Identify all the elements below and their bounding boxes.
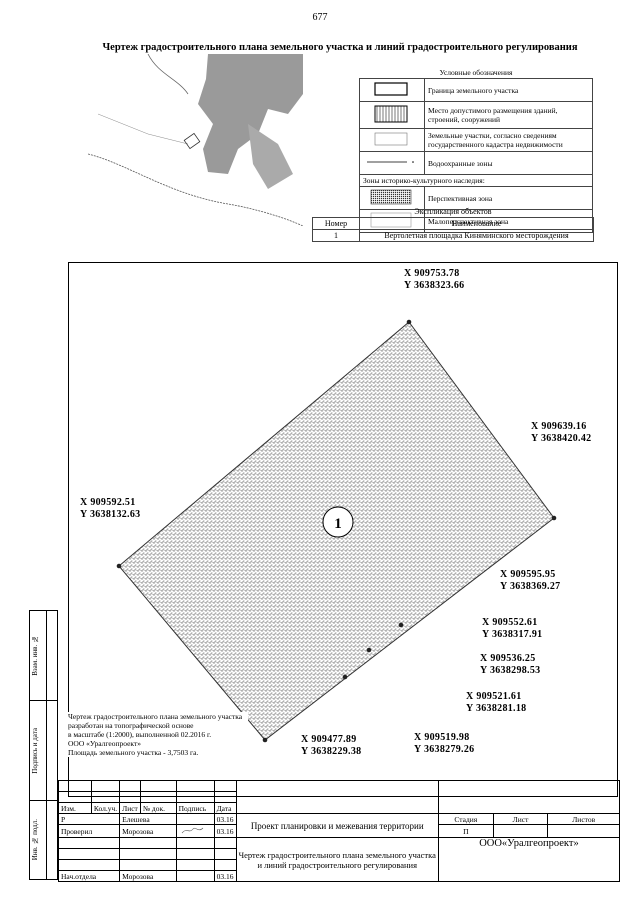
- coord-x: X 909477.89: [301, 734, 357, 745]
- explication-table: Экспликация объектов Номер Наименование …: [312, 206, 594, 242]
- company-name: ООО«Уралгеопроект»: [437, 837, 621, 882]
- page-number: 677: [312, 12, 328, 23]
- stamp-date: 03.16: [213, 824, 237, 838]
- heritage-zones-title: Зоны историко-культурного наследия:: [359, 174, 593, 187]
- coord-x: X 909639.16: [531, 421, 587, 432]
- drawing-title: Чертеж градостроительного плана земельно…: [102, 42, 578, 53]
- stamp-date: 03.16: [213, 870, 237, 882]
- parcel-drawing: 1: [116, 319, 557, 743]
- building-placement-icon: [359, 101, 425, 129]
- coord-y: Y 3638298.53: [480, 665, 541, 676]
- note-line: ООО «Уралгеопроект»: [68, 739, 141, 748]
- column-header: Подпись: [175, 802, 215, 814]
- stamp-role: Проверил: [57, 824, 121, 838]
- vertex-coordinates: X 909521.61 Y 3638281.18: [466, 691, 526, 715]
- stamp-role: Нач.отдела: [57, 870, 121, 882]
- vertex-coordinates: X 909592.51 Y 3638132.63: [80, 497, 140, 521]
- coord-y: Y 3638281.18: [466, 703, 527, 714]
- stamp-person: Морозова: [119, 870, 177, 882]
- boundary-point: [342, 674, 348, 680]
- stamp-person: Морозова: [119, 824, 177, 838]
- drawing-note: Чертеж градостроительного плана земельно…: [68, 712, 248, 757]
- column-header: Лист: [119, 802, 141, 814]
- vertex-coordinates: X 909477.89 Y 3638229.38: [301, 734, 361, 758]
- plot-label-circle: [322, 506, 354, 538]
- vertex-coordinates: X 909595.95 Y 3638369.27: [500, 569, 560, 593]
- legend-item-text: Граница земельного участка: [424, 78, 593, 102]
- coord-y: Y 3638229.38: [301, 746, 362, 757]
- note-line: Чертеж градостроительного плана земельно…: [68, 712, 243, 730]
- sheet-label: Лист: [492, 813, 549, 825]
- registered-parcels-icon: [359, 128, 425, 152]
- stamp-role: Р: [57, 813, 121, 825]
- column-header-name: Наименование: [359, 217, 594, 230]
- column-header: Дата: [213, 802, 237, 814]
- legend-title: Условные обозначения: [439, 68, 513, 77]
- boundary-point: [551, 515, 557, 521]
- vertex-coordinates: X 909536.25 Y 3638298.53: [480, 653, 540, 677]
- note-line: в масштабе (1:2000), выполненной 02.2016…: [68, 730, 212, 739]
- vertex-coordinates: X 909552.61 Y 3638317.91: [482, 617, 542, 641]
- coord-x: X 909592.51: [80, 497, 136, 508]
- side-margin-grid: Взам. инв. № Подпись и дата Инв. № подл.: [29, 610, 58, 880]
- vertex-coordinates: X 909753.78 Y 3638323.66: [404, 268, 464, 292]
- promising-zone-icon: [359, 186, 425, 210]
- coord-x: X 909595.95: [500, 569, 556, 580]
- legend-item-text: Водоохранные зоны: [424, 151, 593, 175]
- note-line: Площадь земельного участка - 3,7503 га.: [68, 748, 199, 757]
- vertex-coordinates: X 909639.16 Y 3638420.42: [531, 421, 591, 445]
- signature-mark: [175, 824, 215, 838]
- coord-y: Y 3638323.66: [404, 280, 465, 291]
- coord-x: X 909552.61: [482, 617, 538, 628]
- column-header: Изм.: [58, 802, 92, 814]
- table-row: 1 Вертолетная площадка Киняминского мест…: [312, 229, 594, 242]
- coord-y: Y 3638369.27: [500, 581, 561, 592]
- coord-x: X 909521.61: [466, 691, 522, 702]
- stage-value: П: [437, 824, 494, 838]
- plot-label: 1: [334, 516, 342, 532]
- coord-x: X 909519.98: [414, 732, 470, 743]
- boundary-point: [398, 622, 404, 628]
- column-header: Кол.уч.: [90, 802, 121, 814]
- sign-date-label: Подпись и дата: [31, 727, 39, 774]
- stamp-date: 03.16: [213, 813, 237, 825]
- object-number: 1: [312, 229, 360, 242]
- coord-x: X 909536.25: [480, 653, 536, 664]
- coord-x: X 909753.78: [404, 268, 460, 279]
- legend-item-text: Место допустимого размещения зданий, стр…: [424, 101, 593, 129]
- stage-label: Стадия: [437, 813, 494, 825]
- sheets-label: Листов: [547, 813, 620, 825]
- water-protection-line-icon: [359, 151, 425, 175]
- inv-label: Инв. № подл.: [31, 819, 39, 861]
- explication-title: Экспликация объектов: [414, 207, 492, 216]
- drawing-name: Чертеж градостроительного плана земельно…: [235, 837, 439, 882]
- stamp-person: Елешева: [119, 813, 177, 825]
- object-name: Вертолетная площадка Киняминского местор…: [359, 229, 594, 242]
- ref-inv-label: Взам. инв. №: [31, 635, 39, 676]
- column-header: № док.: [139, 802, 177, 814]
- coord-y: Y 3638420.42: [531, 433, 592, 444]
- legend-item-text: Земельные участки, согласно сведениям го…: [424, 128, 593, 152]
- boundary-point: [366, 647, 372, 653]
- title-block: Изм. Кол.уч. Лист № док. Подпись Дата Р …: [57, 780, 621, 882]
- coord-y: Y 3638132.63: [80, 509, 141, 520]
- column-header-number: Номер: [312, 217, 360, 230]
- boundary-point: [116, 563, 122, 569]
- coord-y: Y 3638317.91: [482, 629, 543, 640]
- overview-minimap: [88, 54, 303, 226]
- project-name: Проект планировки и межевания территории: [235, 813, 439, 838]
- coord-y: Y 3638279.26: [414, 744, 475, 755]
- boundary-point: [262, 737, 268, 743]
- vertex-coordinates: X 909519.98 Y 3638279.26: [414, 732, 474, 756]
- parcel-boundary-icon: [359, 78, 425, 102]
- boundary-point: [406, 319, 412, 325]
